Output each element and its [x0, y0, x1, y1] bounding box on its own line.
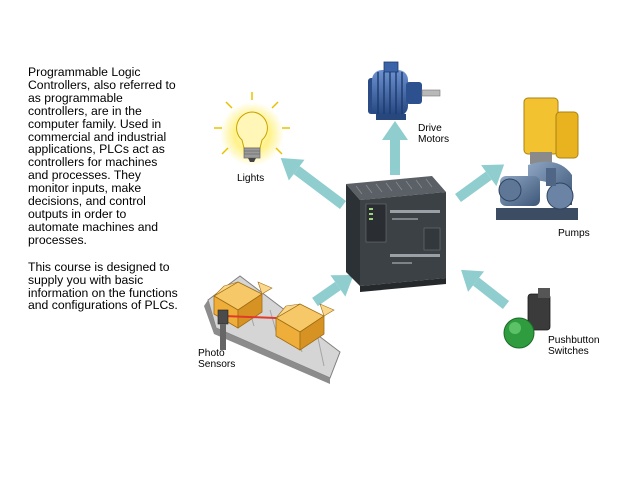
arrow-to-motors [382, 121, 408, 175]
arrow-to-lights [280, 158, 347, 209]
arrow-to-pumps [455, 164, 505, 203]
arrow-from-pushbutton [461, 269, 510, 309]
label-lights: Lights [237, 173, 265, 184]
intro-text: Programmable Logic Controllers, also ref… [28, 66, 180, 326]
plc-controller-icon [346, 176, 446, 292]
electric-motor-icon [368, 61, 441, 120]
intro-paragraph-2: This course is designed to supply you wi… [28, 259, 178, 313]
label-drive-motors: Drive Motors [418, 123, 449, 145]
label-photo-sensors: Photo Sensors [198, 348, 235, 370]
pushbutton-switch-icon [503, 288, 551, 349]
label-pumps: Pumps [558, 228, 590, 239]
arrow-from-sensors [312, 275, 354, 307]
label-drive-motors-line1: Drive [418, 123, 442, 134]
label-drive-motors-line2: Motors [418, 134, 450, 145]
intro-paragraph-1: Programmable Logic Controllers, also ref… [28, 65, 176, 247]
label-photo-sensors-line2: Sensors [198, 359, 236, 370]
pump-icon [496, 97, 579, 220]
arrows [280, 121, 510, 309]
label-pushbutton-line2: Switches [548, 346, 589, 357]
label-photo-sensors-line1: Photo [198, 348, 225, 359]
photo-sensor-conveyor-icon [204, 275, 341, 384]
label-pushbutton-switches: Pushbutton Switches [548, 335, 600, 357]
label-pushbutton-line1: Pushbutton [548, 335, 600, 346]
light-bulb-icon [214, 92, 290, 166]
